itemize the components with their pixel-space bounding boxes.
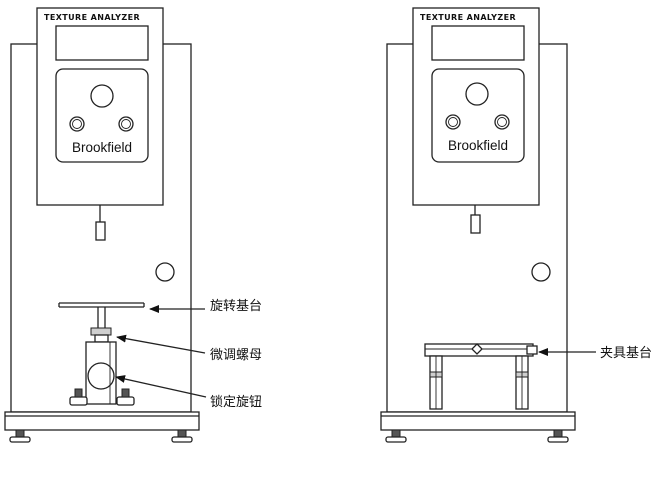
left-button-icon [118,116,134,132]
right-probe [470,214,481,234]
right-button-icon [494,114,510,130]
left-instrument: TEXTURE ANALYZER Brookfield [4,7,200,443]
right-header-label: TEXTURE ANALYZER [420,13,516,22]
right-base [380,411,576,431]
left-lock-knob [87,362,115,390]
left-base [4,411,200,431]
callout-lock-knob-label: 锁定旋钮 [210,394,262,410]
callout-rotating-base-label: 旋转基台 [210,299,262,314]
left-fine-tune-nut [90,327,112,336]
callout-fixture-base-label: 夹具基台 [600,346,652,361]
left-main-knob-icon [90,84,114,108]
left-front-panel [55,68,149,163]
callout-fixture-base: 夹具基台 [538,346,652,361]
right-side-knob-icon [531,262,551,282]
left-button-icon [69,116,85,132]
right-main-knob-icon [465,82,489,106]
left-display-screen [55,25,149,61]
left-control-head [36,7,164,206]
left-column [85,341,117,405]
right-front-panel [431,68,525,163]
right-control-head [412,7,540,206]
left-brand-label: Brookfield [72,140,132,155]
right-instrument: TEXTURE ANALYZER Brookfield [380,7,576,443]
left-side-knob-icon [155,262,175,282]
right-button-icon [445,114,461,130]
left-probe [95,221,106,241]
right-fixture-diamond-icon [471,343,483,355]
callout-rotating-base: 旋转基台 [149,299,262,314]
callout-fine-tune-nut: 微调螺母 [116,334,262,363]
right-display-screen [431,25,525,61]
left-header-label: TEXTURE ANALYZER [44,13,140,22]
callout-fine-tune-nut-label: 微调螺母 [210,348,262,363]
right-brand-label: Brookfield [448,138,508,153]
callout-lock-knob: 锁定旋钮 [115,375,262,410]
